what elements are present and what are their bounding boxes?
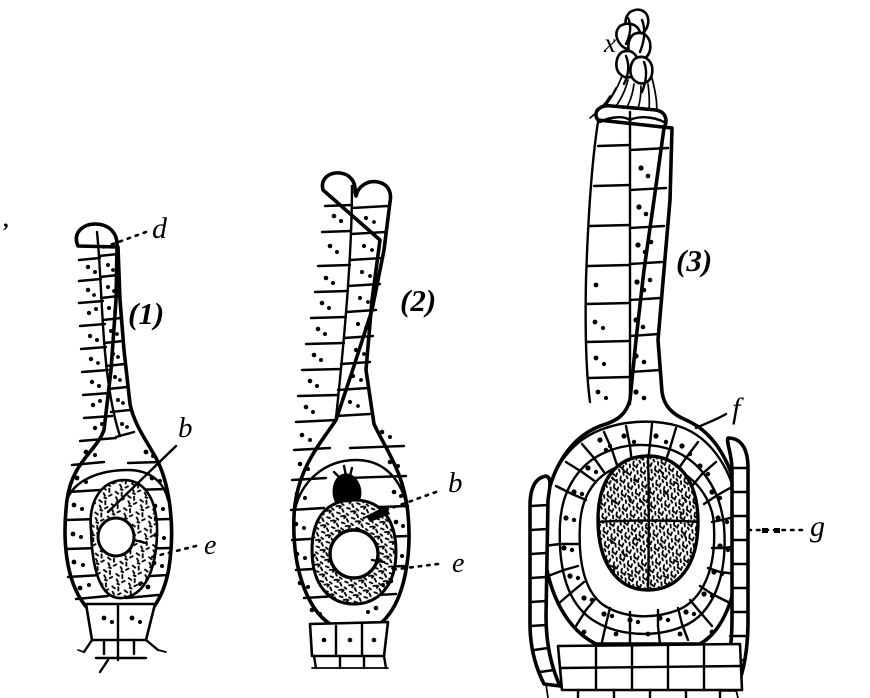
fig1-cell-nuclei xyxy=(70,263,166,624)
panel-1-number: (1) xyxy=(128,296,165,331)
label-e-fig2: e xyxy=(452,548,465,579)
fig3-embryo-horizontal-wall xyxy=(597,519,700,524)
fig2-cell-nuclei xyxy=(293,213,405,643)
figure-1-archegonium xyxy=(63,222,198,674)
fig3-outer-envelope-right-cells xyxy=(725,466,750,662)
fig1-venter-boundary xyxy=(65,468,170,502)
label-d-fig1: d xyxy=(152,212,167,245)
fig3-basal-tissue xyxy=(545,642,744,698)
fig3-left-neck-wall xyxy=(584,120,600,404)
fig2-leader-b-arrow xyxy=(366,506,390,522)
label-b-fig1: b xyxy=(178,412,193,444)
fig3-cell-nuclei xyxy=(561,165,731,637)
label-f-fig3: f xyxy=(732,392,741,425)
fig1-stalk-cells xyxy=(77,602,167,674)
fig1-nucleolus-mark xyxy=(132,538,148,545)
fig1-leader-e xyxy=(146,544,198,560)
panel-2-number: (2) xyxy=(400,283,437,318)
fig3-apex-mucilage xyxy=(589,8,658,123)
fig3-embryo-granules xyxy=(609,467,687,579)
fig2-egg-nucleus xyxy=(328,528,380,580)
fig2-nucleolus-mark xyxy=(370,558,386,564)
fig3-embryo-vertical-wall xyxy=(646,454,650,592)
fig3-inner-ring-divisions xyxy=(558,442,726,630)
corner-tick-mark: ’ xyxy=(2,218,10,243)
fig3-leader-g-dots xyxy=(762,528,780,533)
fig3-neck-mouth xyxy=(598,116,666,124)
label-e-fig1: e xyxy=(204,530,217,561)
fig2-venter-boundary xyxy=(292,458,410,516)
fig2-canal-cell-wisp xyxy=(332,464,354,480)
fig2-leader-e xyxy=(388,562,440,572)
fig3-venter-wall-outer xyxy=(542,420,742,526)
fig2-stalk-cells xyxy=(308,620,390,670)
fig3-left-neck-cells xyxy=(584,143,632,380)
fig2-axial-wall xyxy=(334,184,354,420)
label-g-fig3: g xyxy=(810,510,825,543)
fig2-left-file-divisions xyxy=(289,203,354,600)
label-b-fig2: b xyxy=(448,467,463,499)
figure-3-archegonium-with-embryo xyxy=(528,8,804,698)
fig3-right-neck-cells xyxy=(628,146,670,374)
fig3-leader-f xyxy=(694,412,728,430)
fig1-leader-d xyxy=(100,230,148,250)
fig1-leader-b xyxy=(106,444,178,514)
label-x-fig3: x xyxy=(604,28,616,58)
fig3-outer-envelope-left-cells xyxy=(529,503,556,674)
fig1-egg-nucleus xyxy=(96,516,136,558)
figure-2-archegonium xyxy=(289,171,440,670)
panel-3-number: (3) xyxy=(676,243,713,278)
